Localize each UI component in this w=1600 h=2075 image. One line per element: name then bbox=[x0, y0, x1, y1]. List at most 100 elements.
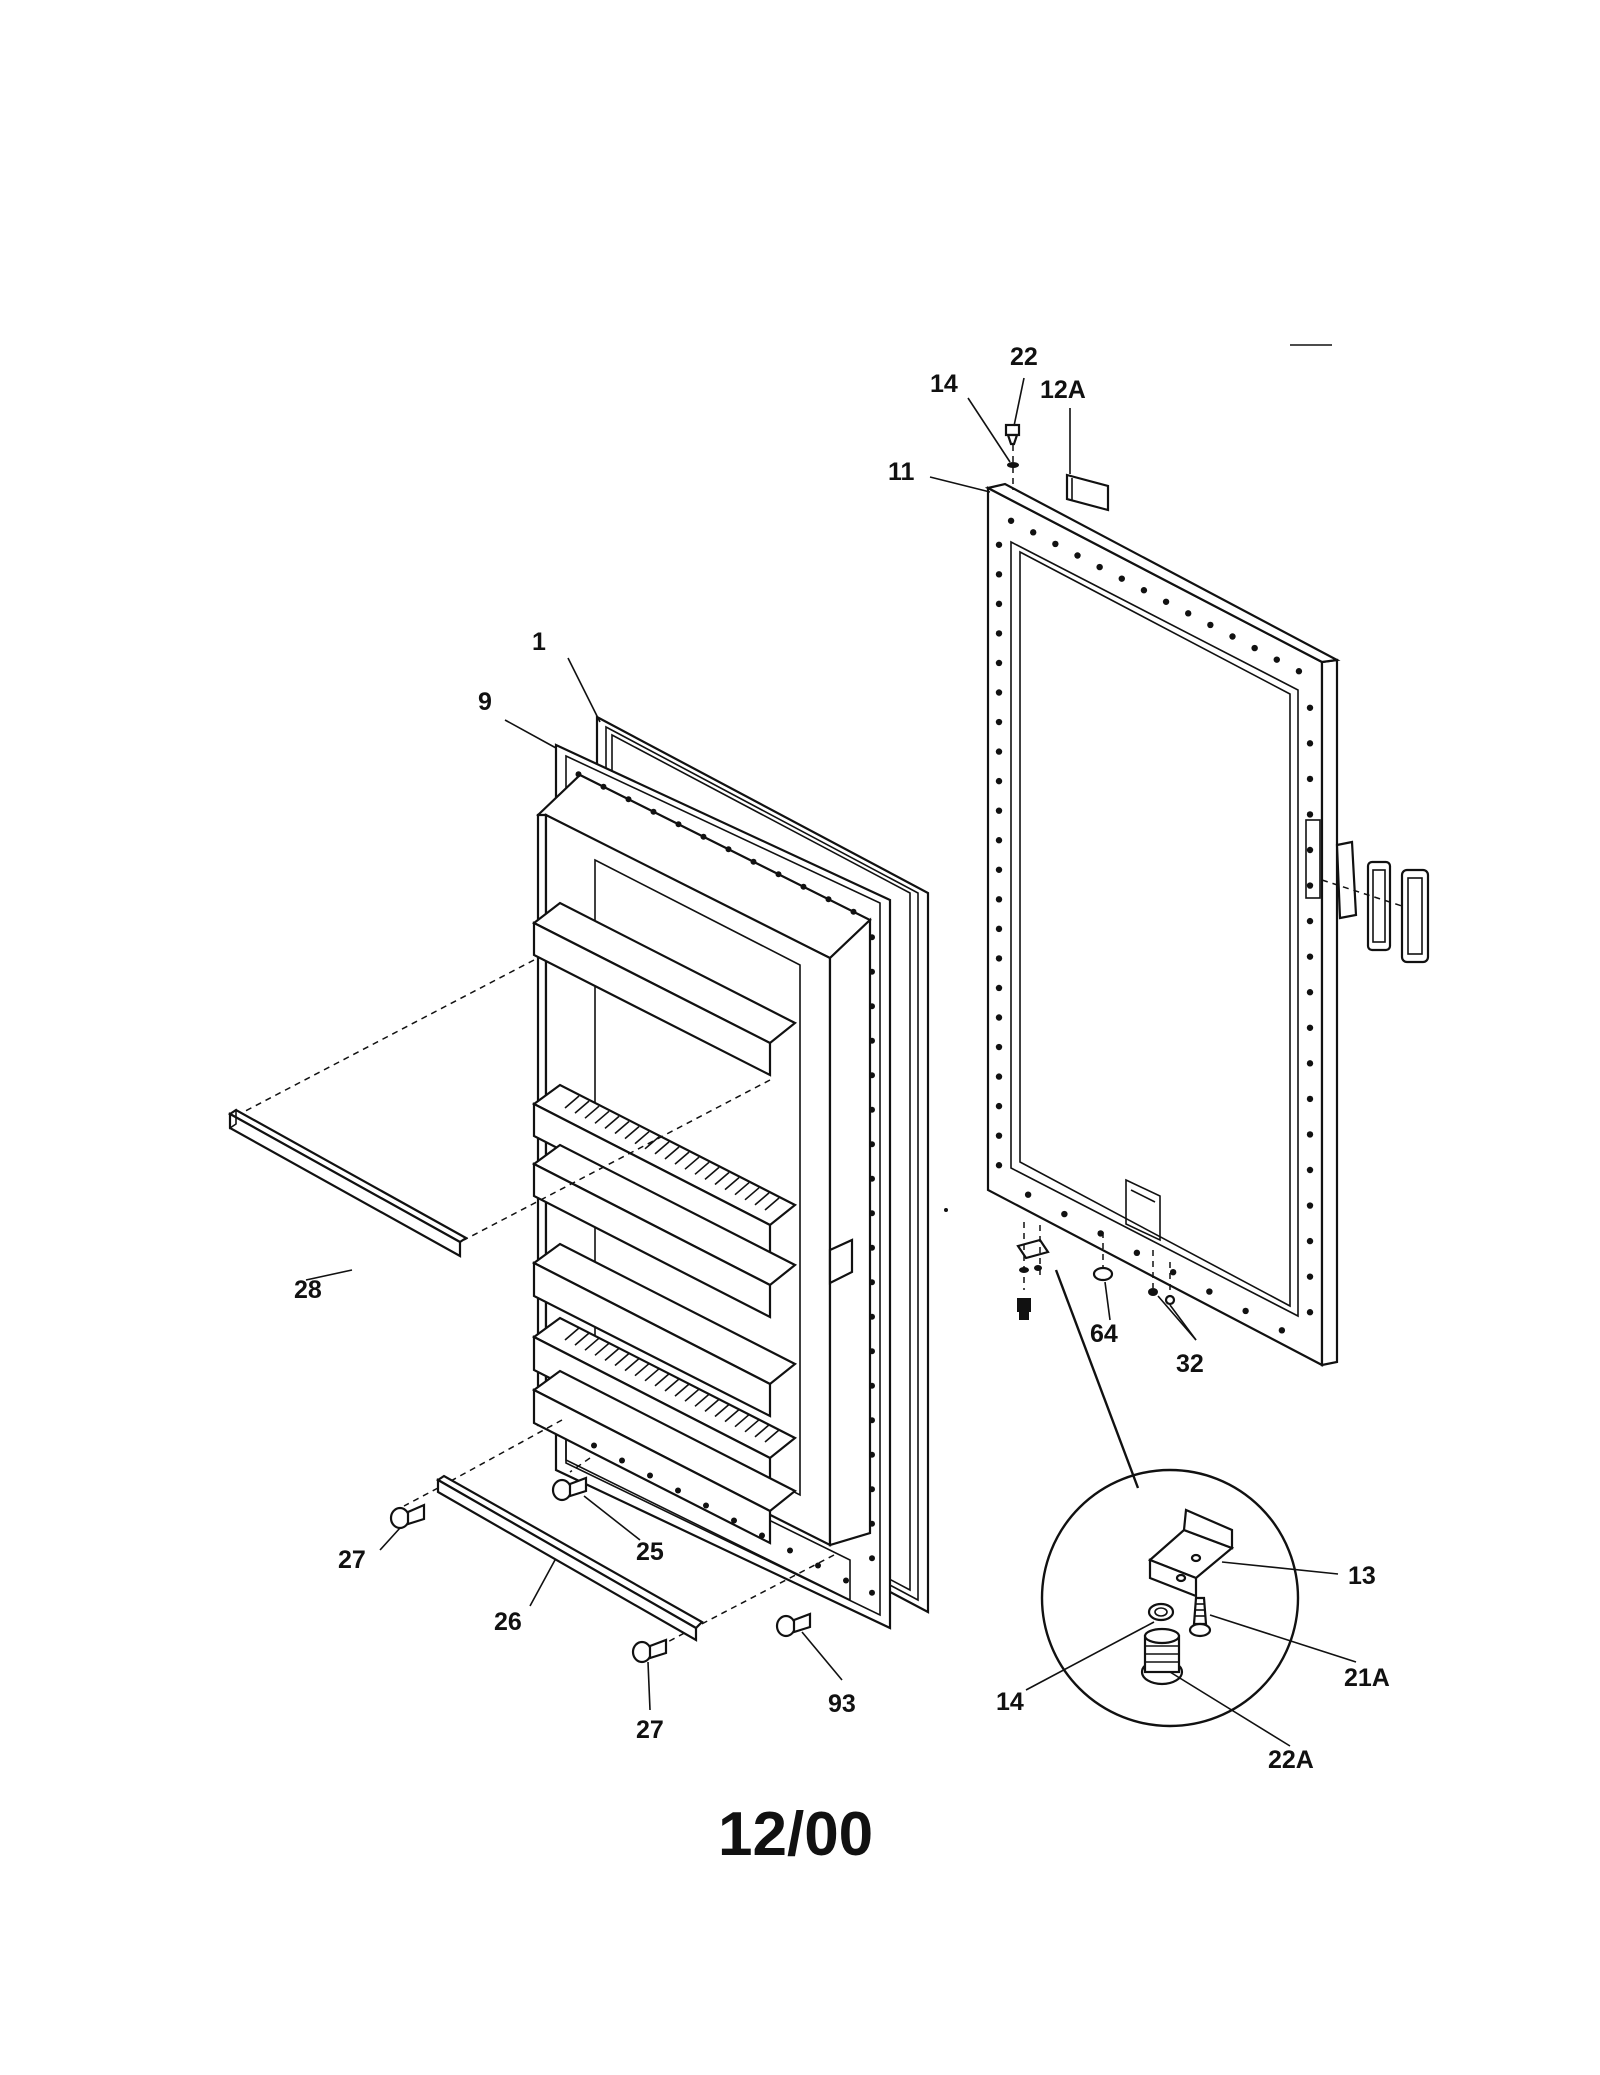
shelf-rib bbox=[724, 1408, 740, 1423]
screw-hole bbox=[1306, 1309, 1314, 1316]
screw-hole bbox=[1096, 563, 1103, 571]
label-27-bottom: 27 bbox=[636, 1716, 664, 1744]
screw-hole bbox=[869, 1141, 875, 1148]
shelf-rib bbox=[664, 1378, 680, 1392]
screw-hole bbox=[995, 659, 1003, 667]
screw-hole bbox=[869, 1486, 875, 1493]
screw-hole bbox=[995, 748, 1003, 755]
screw-hole bbox=[995, 777, 1003, 785]
screw-hole bbox=[675, 1487, 681, 1494]
leader-lines bbox=[305, 377, 1357, 1747]
screw-hole bbox=[850, 908, 857, 915]
shelf-rib bbox=[724, 1176, 740, 1191]
label-26: 26 bbox=[494, 1608, 522, 1636]
screw-hole bbox=[1061, 1210, 1068, 1218]
screw-hole bbox=[1207, 621, 1214, 629]
screw-hole bbox=[869, 1555, 875, 1562]
label-13: 13 bbox=[1348, 1562, 1376, 1590]
shelf-rib bbox=[714, 1403, 730, 1418]
screw-hole bbox=[1162, 598, 1170, 605]
screw-hole bbox=[787, 1547, 793, 1554]
shelf-rib bbox=[564, 1095, 580, 1109]
trim-strip-26 bbox=[435, 1474, 704, 1642]
label-22A: 22A bbox=[1268, 1746, 1314, 1774]
shelf-rib bbox=[764, 1429, 780, 1443]
screw-hole bbox=[1030, 529, 1037, 536]
screw-hole bbox=[825, 896, 832, 903]
label-1: 1 bbox=[532, 628, 546, 656]
screw-hole bbox=[995, 1162, 1003, 1169]
shelf-rib bbox=[574, 1100, 590, 1114]
shelf-rib bbox=[594, 1110, 610, 1124]
assembly-dashed-lines bbox=[231, 959, 835, 1647]
screw-hole bbox=[1229, 633, 1236, 640]
label-9: 9 bbox=[478, 688, 492, 716]
screw-hole bbox=[869, 1589, 875, 1596]
label-14-detail: 14 bbox=[996, 1688, 1024, 1716]
screw-hole bbox=[869, 934, 875, 941]
shelf-rib bbox=[574, 1332, 590, 1346]
screw-hole bbox=[1306, 704, 1314, 711]
screw-hole bbox=[700, 833, 707, 840]
label-28: 28 bbox=[294, 1276, 322, 1304]
screw-hole bbox=[1140, 587, 1148, 594]
shelf-rib bbox=[694, 1393, 710, 1407]
hinge-screw-22 bbox=[1004, 423, 1021, 490]
screw-hole bbox=[995, 689, 1003, 696]
shelf-rib bbox=[594, 1342, 610, 1356]
screw-hole bbox=[1251, 644, 1258, 652]
shelf-rib bbox=[764, 1197, 780, 1211]
screw-hole bbox=[869, 1037, 875, 1044]
screw-hole bbox=[995, 866, 1003, 873]
hinge-plate-12A bbox=[1065, 473, 1110, 512]
shelf-rib bbox=[584, 1337, 600, 1351]
screw-hole bbox=[650, 808, 657, 815]
screw-hole bbox=[1306, 1131, 1314, 1138]
screw-hole bbox=[995, 1102, 1003, 1110]
label-25: 25 bbox=[636, 1538, 664, 1566]
screw-hole bbox=[1306, 953, 1314, 960]
screw-hole bbox=[575, 771, 582, 778]
screw-hole bbox=[869, 1210, 875, 1217]
screw-hole bbox=[1169, 1268, 1177, 1276]
shelf-rib bbox=[744, 1419, 760, 1433]
shelf-rib bbox=[624, 1125, 640, 1140]
screw-hole bbox=[869, 1313, 875, 1320]
shelf-rib bbox=[614, 1352, 630, 1367]
screw-hole bbox=[1306, 1024, 1314, 1031]
screw-hole bbox=[1306, 775, 1314, 783]
screw-hole bbox=[800, 883, 807, 890]
screw-hole bbox=[1007, 517, 1015, 524]
screw-hole bbox=[1295, 668, 1303, 675]
label-32: 32 bbox=[1176, 1350, 1204, 1378]
shelf-rib bbox=[614, 1120, 630, 1135]
shelf-rib bbox=[704, 1166, 720, 1181]
screw-hole bbox=[869, 1244, 875, 1251]
shelf-rib bbox=[564, 1327, 580, 1341]
label-21A: 21A bbox=[1344, 1664, 1390, 1692]
screw-hole bbox=[625, 796, 632, 803]
shelf-rib bbox=[654, 1141, 670, 1155]
screw-hole bbox=[869, 1382, 875, 1389]
shelf-rib bbox=[704, 1398, 720, 1413]
detail-leader-line bbox=[1054, 1269, 1140, 1489]
shelf-rib bbox=[714, 1171, 730, 1186]
trim-strip-28 bbox=[227, 1108, 469, 1258]
screw-27-bottom bbox=[631, 1638, 668, 1664]
screw-hole bbox=[1097, 1230, 1104, 1237]
screw-hole bbox=[1206, 1288, 1213, 1295]
screw-hole bbox=[869, 1106, 875, 1113]
screw-27-left bbox=[389, 1503, 426, 1530]
screw-hole bbox=[647, 1472, 653, 1479]
screw-hole bbox=[995, 718, 1003, 726]
screw-hole bbox=[869, 1451, 875, 1458]
screw-hole bbox=[995, 1014, 1003, 1021]
screw-hole bbox=[995, 1132, 1003, 1139]
screw-hole bbox=[1306, 1095, 1314, 1103]
screw-hole bbox=[1306, 1202, 1314, 1209]
label-12A: 12A bbox=[1040, 376, 1086, 404]
screw-hole bbox=[1306, 1060, 1314, 1067]
shelf-rib bbox=[684, 1388, 700, 1402]
